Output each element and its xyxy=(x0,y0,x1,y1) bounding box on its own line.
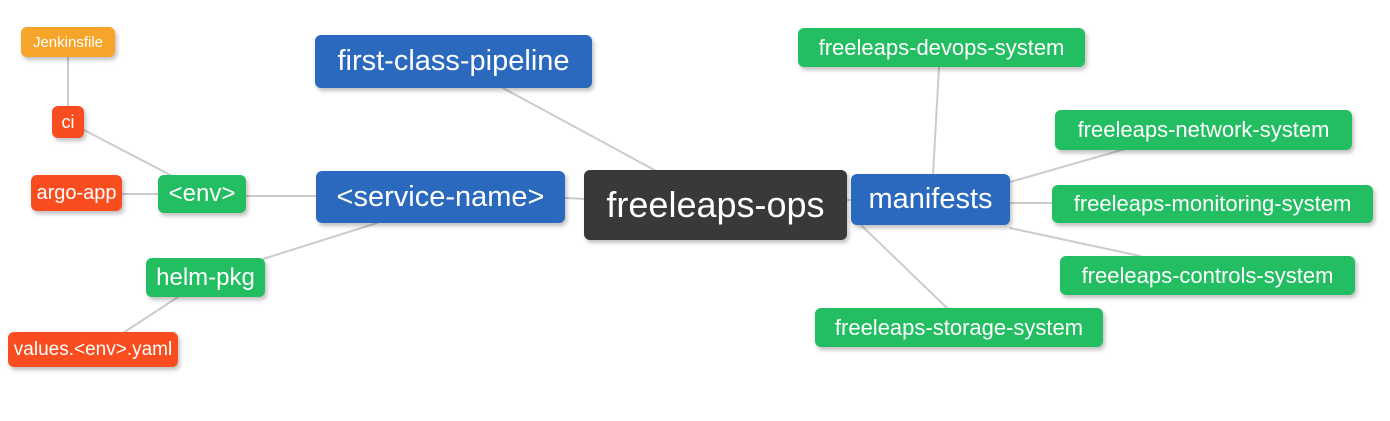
node-label: freeleaps-monitoring-system xyxy=(1073,191,1352,216)
edge-values-env-yaml-to-helm-pkg xyxy=(122,296,179,334)
edge-service-name-to-freeleaps-ops xyxy=(564,197,587,200)
node-service-name[interactable]: <service-name> xyxy=(316,171,565,223)
node-label: freeleaps-ops xyxy=(606,184,825,225)
node-jenkinsfile[interactable]: Jenkinsfile xyxy=(21,27,115,57)
node-freeleaps-ops[interactable]: freeleaps-ops xyxy=(584,170,847,240)
edge-manifests-to-freeleaps-storage-system xyxy=(861,225,948,309)
node-freeleaps-storage-system[interactable]: freeleaps-storage-system xyxy=(815,308,1103,347)
node-label: <env> xyxy=(168,180,236,207)
edge-helm-pkg-to-service-name xyxy=(262,222,378,260)
node-label: ci xyxy=(61,112,75,132)
node-label: freeleaps-controls-system xyxy=(1081,262,1334,288)
node-label: argo-app xyxy=(36,182,117,204)
edge-manifests-to-freeleaps-network-system xyxy=(1009,148,1126,183)
edge-manifests-to-freeleaps-controls-system xyxy=(1009,227,1141,257)
node-manifests[interactable]: manifests xyxy=(851,174,1010,225)
node-label: manifests xyxy=(868,183,993,215)
node-freeleaps-network-system[interactable]: freeleaps-network-system xyxy=(1055,110,1352,150)
node-label: values.<env>.yaml xyxy=(13,339,173,360)
node-label: <service-name> xyxy=(336,180,545,213)
node-label: helm-pkg xyxy=(156,263,255,291)
node-label: freeleaps-storage-system xyxy=(834,314,1084,340)
edge-manifests-to-freeleaps-devops-system xyxy=(932,66,940,176)
node-label: freeleaps-devops-system xyxy=(818,34,1065,60)
node-ci[interactable]: ci xyxy=(52,106,84,138)
edge-first-class-pipeline-to-freeleaps-ops xyxy=(502,87,661,174)
node-first-class-pipeline[interactable]: first-class-pipeline xyxy=(315,35,592,88)
node-label: freeleaps-network-system xyxy=(1077,117,1330,142)
node-argo-app[interactable]: argo-app xyxy=(31,175,122,211)
node-freeleaps-controls-system[interactable]: freeleaps-controls-system xyxy=(1060,256,1355,295)
node-freeleaps-devops-system[interactable]: freeleaps-devops-system xyxy=(798,28,1085,67)
node-label: first-class-pipeline xyxy=(337,45,570,77)
node-env[interactable]: <env> xyxy=(158,175,246,213)
node-helm-pkg[interactable]: helm-pkg xyxy=(146,258,265,297)
node-label: Jenkinsfile xyxy=(32,33,104,51)
node-values-env-yaml[interactable]: values.<env>.yaml xyxy=(8,332,178,367)
node-freeleaps-monitoring-system[interactable]: freeleaps-monitoring-system xyxy=(1052,185,1373,223)
edge-ci-to-env xyxy=(83,129,177,179)
